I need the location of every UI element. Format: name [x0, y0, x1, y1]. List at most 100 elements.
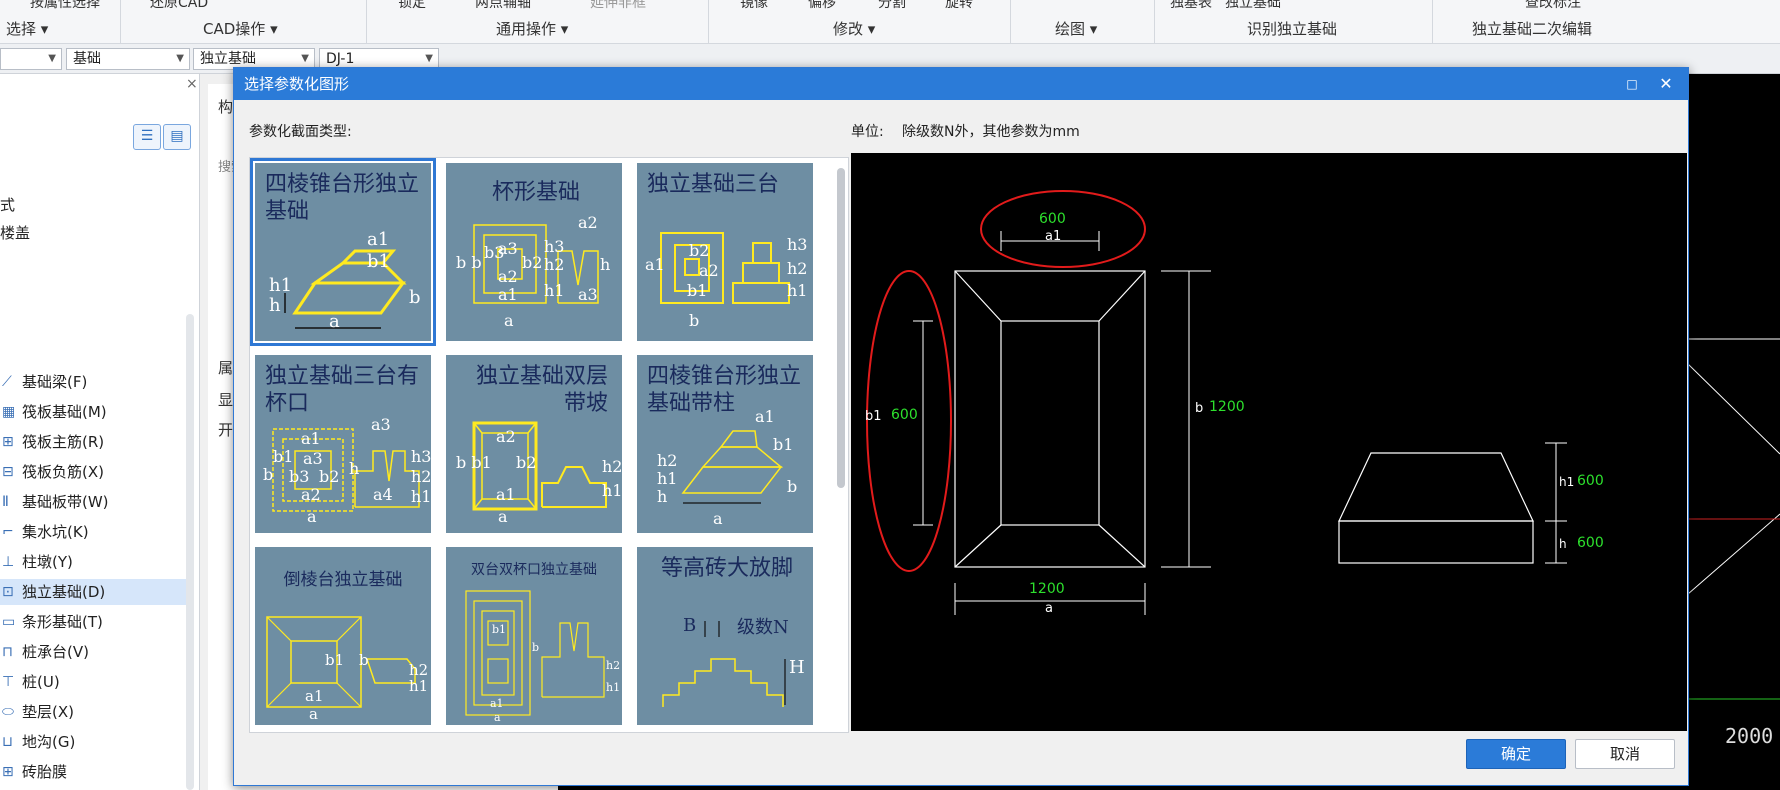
detail-view-icon[interactable]: ▤ [163, 124, 191, 150]
dim-label: b1 [367, 251, 390, 272]
dim-label: h3 [787, 235, 808, 254]
ribbon-group-select[interactable]: 选择 ▾ [6, 20, 49, 38]
sidebar-item-sump[interactable]: ⌐集水坑(K) [0, 519, 192, 545]
ribbon-separator [366, 0, 367, 44]
shape-card-title: 四棱锥台形独立基础带柱 [647, 364, 802, 416]
shape-card-three-tier-cup[interactable]: 独立基础三台有杯口 a1 a3 b1 a3 b b3 b2 h h3 a2 h2… [255, 355, 431, 533]
dim-label: 级数N [737, 617, 789, 638]
shape-card-double-cup[interactable]: 双台双杯口独立基础 b1 b h2 h1 a1 a [446, 547, 622, 725]
shape-card-pyramid-column[interactable]: 四棱锥台形独立基础带柱 a1 b1 h2 h1 h b a [637, 355, 813, 533]
shape-card-double-slope[interactable]: 独立基础双层带坡 a2 b b1 b2 h2 a1 h1 a [446, 355, 622, 533]
ribbon-separator [1010, 0, 1011, 44]
sidebar-item-raft-main-rebar[interactable]: ⊞筏板主筋(R) [0, 429, 192, 455]
shape-preview: 600 a1 b1 600 b 1200 1200 a h1 600 h 600 [851, 153, 1687, 731]
dim-label: a3 [371, 415, 391, 434]
sidebar-item-raft[interactable]: ▦筏板基础(M) [0, 399, 192, 425]
sidebar-item-independent-foundation[interactable]: ⊡独立基础(D) [0, 579, 192, 605]
ribbon-item-rotate[interactable]: 旋转 [945, 0, 973, 11]
sidebar-scrollbar[interactable] [186, 314, 194, 790]
confirm-button[interactable]: 确定 [1466, 739, 1566, 769]
ribbon-item-restore-cad[interactable]: 还原CAD [150, 0, 209, 11]
dim-label: h2 [544, 255, 565, 274]
dim-label: a [307, 507, 317, 526]
dim-label: a3 [578, 285, 598, 304]
ribbon-group-cad-ops[interactable]: CAD操作 ▾ [203, 20, 278, 38]
ribbon-item-split[interactable]: 分割 [878, 0, 906, 11]
dim-label: a1 [645, 255, 665, 274]
element-name-combo[interactable]: DJ-1▼ [319, 48, 439, 70]
shape-card-title: 独立基础三台 [647, 172, 780, 197]
sidebar-item-cushion[interactable]: ⬭垫层(X) [0, 699, 192, 725]
ribbon-group-identify[interactable]: 识别独立基础 [1247, 20, 1338, 38]
cancel-button[interactable]: 取消 [1575, 739, 1675, 769]
ribbon-group-secondary-edit[interactable]: 独立基础二次编辑 [1472, 20, 1593, 38]
close-icon[interactable]: ✕ [1659, 74, 1673, 93]
ribbon-item-foundation-table[interactable]: 独基表 [1170, 0, 1212, 11]
ribbon-item-extend[interactable]: 延伸非框 [590, 0, 646, 11]
dim-label: b1 [325, 651, 345, 669]
foundation-icon: ⊡ [2, 584, 14, 600]
dim-label: a1 [490, 697, 504, 710]
shape-card-brick-footing[interactable]: 等高砖大放脚 B 级数N H [637, 547, 813, 725]
sidebar-item-foundation-beam[interactable]: ⟋基础梁(F) [0, 369, 192, 395]
dim-label-b1: b1 [865, 409, 882, 424]
unit-description: 除级数N外，其他参数为mm [902, 124, 1080, 140]
ribbon-item-offset[interactable]: 偏移 [808, 0, 836, 11]
cad-dimension-text: 2000 [1725, 724, 1774, 748]
shape-card-three-tier[interactable]: 独立基础三台 b2 a1 a2 b1 h3 h2 h1 b [637, 163, 813, 341]
shape-card-title: 双台双杯口独立基础 [471, 562, 597, 578]
sidebar-item-raft-neg-rebar[interactable]: ⊟筏板负筋(X) [0, 459, 192, 485]
sidebar-item-pile[interactable]: ⊤桩(U) [0, 669, 192, 695]
sidebar-item-trench[interactable]: ⊔地沟(G) [0, 729, 192, 755]
floor-combo[interactable]: ▼ [0, 48, 62, 70]
dim-label-b: b [1195, 401, 1204, 416]
shape-card-pyramid[interactable]: 四棱锥台形独立基础 a1 b1 h1 h a b [250, 158, 436, 346]
category-combo[interactable]: 基础▼ [66, 48, 190, 70]
ribbon-separator [708, 0, 709, 44]
three-tier-cup-foundation-icon [272, 428, 420, 512]
sidebar-close-icon[interactable]: × [186, 76, 198, 92]
panel-label: 开 [218, 421, 234, 439]
ribbon-group-common-ops[interactable]: 通用操作 ▾ [496, 20, 569, 38]
ribbon-item-lock[interactable]: 锁定 [398, 0, 426, 11]
ribbon-item-mirror[interactable]: 镜像 [740, 0, 768, 11]
dim-label: h1 [411, 487, 432, 506]
element-type-combo[interactable]: 独立基础▼ [193, 48, 315, 70]
dim-label: a2 [301, 485, 321, 504]
sidebar-item-strip-foundation[interactable]: ▭条形基础(T) [0, 609, 192, 635]
sump-icon: ⌐ [2, 524, 14, 540]
shape-card-cup[interactable]: 杯形基础 a2 b b b3 a3 b2 h3 h2 a2 h a1 h1 a3 [446, 163, 622, 341]
dim-label: b2 [516, 453, 537, 472]
sidebar-item-brick-form[interactable]: ⊞砖胎膜 [0, 759, 192, 785]
dim-label: h1 [606, 681, 621, 694]
list-view-icon[interactable]: ☰ [133, 124, 161, 150]
dim-label: a3 [498, 239, 518, 258]
dim-label: h1 [544, 281, 565, 300]
sidebar-item-column-pier[interactable]: ⊥柱墩(Y) [0, 549, 192, 575]
gallery-scrollbar[interactable] [837, 168, 845, 488]
dialog-title: 选择参数化图形 [234, 68, 1688, 100]
ribbon-item-independent-foundation[interactable]: 独立基础 [1225, 0, 1281, 11]
dim-label-a: a [1045, 601, 1053, 616]
sidebar-item-pile-cap[interactable]: ⊓桩承台(V) [0, 639, 192, 665]
dim-label: h2 [411, 467, 432, 486]
dim-label: a1 [367, 229, 390, 250]
dim-label: a2 [699, 261, 719, 280]
brick-icon: ⊞ [2, 764, 14, 780]
raft-icon: ▦ [2, 404, 16, 420]
cup-foundation-icon [473, 224, 599, 304]
ribbon-item-check-annotation[interactable]: 查改标注 [1525, 0, 1581, 11]
maximize-icon[interactable]: □ [1626, 77, 1638, 91]
shape-card-inverted-frustum[interactable]: 倒棱台独立基础 b1 b h2 h1 a1 a [255, 547, 431, 725]
dim-label: h [269, 295, 281, 316]
dim-label: b b [456, 253, 482, 272]
dim-value-h: 600 [1577, 535, 1604, 551]
ribbon-group-modify[interactable]: 修改 ▾ [833, 20, 876, 38]
ribbon-item-select-by-attr[interactable]: 按属性选择 [30, 0, 100, 11]
dim-label: h2 [602, 457, 623, 476]
ribbon-group-draw[interactable]: 绘图 ▾ [1055, 20, 1098, 38]
dim-label: a3 [303, 449, 323, 468]
rebar-icon: ⊟ [2, 464, 14, 480]
ribbon-item-two-point-axis[interactable]: 两点辅轴 [475, 0, 531, 11]
